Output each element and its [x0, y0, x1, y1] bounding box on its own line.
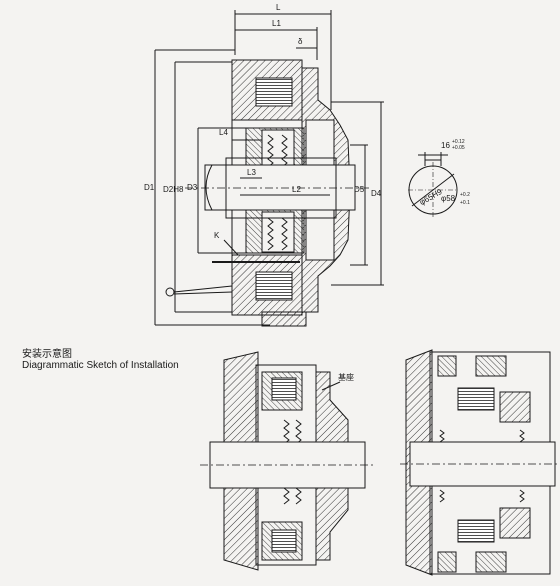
caption-zh: 安装示意图 [22, 349, 72, 360]
dim-L2: L2 [292, 185, 301, 194]
dim-D4: D4 [371, 189, 382, 198]
dim-D2H8: D2H8 [163, 185, 184, 194]
dim-L4: L4 [219, 128, 228, 137]
dim-L1: L1 [272, 19, 281, 28]
keyway-depth-tol-lower: +0.1 [460, 200, 470, 206]
keyway-section [408, 152, 458, 218]
keyway-depth-tol-upper: +0.2 [460, 192, 470, 198]
dim-D1: D1 [144, 183, 155, 192]
key-width-tol-lower: +0.05 [452, 145, 465, 151]
dim-D3: D3 [187, 183, 198, 192]
installation-view-right [400, 349, 558, 576]
dim-L3: L3 [247, 168, 256, 177]
keyway-depth: φ58 [441, 194, 456, 203]
dim-K: K [214, 231, 220, 240]
dim-delta: δ [298, 37, 303, 46]
clutch-section-view [154, 10, 384, 327]
key-width: 16 [441, 141, 450, 150]
dim-D5: D5 [354, 185, 365, 194]
base-label: 基座 [338, 372, 354, 382]
caption-en: Diagrammatic Sketch of Installation [22, 360, 179, 371]
installation-view-left [200, 351, 375, 571]
dim-L: L [276, 3, 281, 12]
key-width-tol-upper: +0.12 [452, 139, 465, 145]
